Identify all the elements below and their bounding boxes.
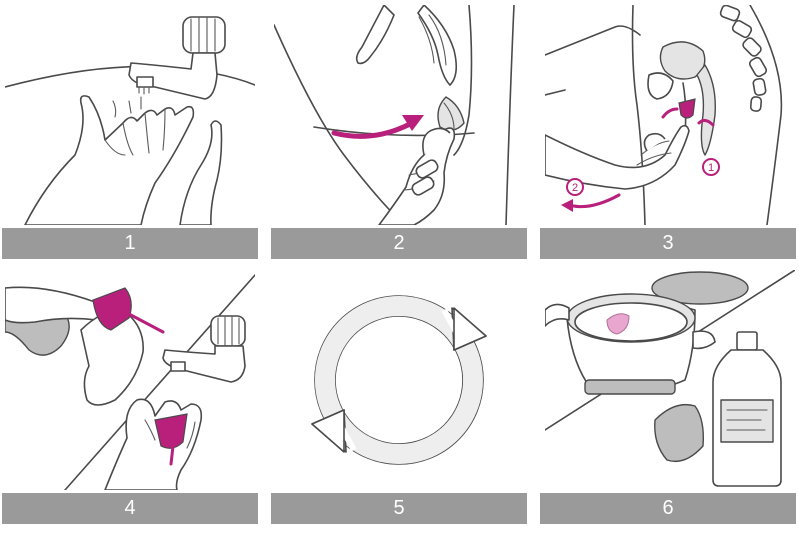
cup-stem-icon [127, 312, 165, 334]
bladder-shape [647, 72, 674, 100]
step-1-label: 1 [2, 228, 258, 259]
marker-1: 1 [702, 158, 720, 176]
push-arrow-icon [661, 107, 679, 119]
insert-cup-drawing [274, 5, 515, 225]
step-2-illustration [274, 5, 524, 225]
step-6-label: 6 [540, 493, 796, 524]
cup-boiling-icon [606, 313, 630, 335]
surface-edge-lower [545, 89, 566, 96]
withdraw-arrow-icon [567, 193, 621, 209]
stove-burner-icon [651, 271, 749, 305]
hands-icon [24, 95, 223, 225]
faucet-icon [128, 16, 226, 100]
arm-hand-icon [545, 124, 690, 190]
step-4-illustration [5, 270, 255, 490]
thigh-right-outline [505, 5, 515, 225]
step-4-label: 4 [2, 493, 258, 524]
step-2-label: 2 [271, 228, 527, 259]
body-back-outline [749, 5, 783, 225]
cup-removed-icon [92, 287, 132, 331]
step-5-label: 5 [271, 493, 527, 524]
step-3-label: 3 [540, 228, 796, 259]
body-outline [313, 126, 475, 137]
cycle-arrows-icon [311, 295, 487, 465]
storage-pouch-icon [654, 403, 705, 463]
cleaning-bottle-icon [712, 331, 782, 487]
rotate-arrow-icon [697, 118, 715, 127]
body-front-outline [631, 5, 646, 225]
cup-in-place-icon [678, 98, 696, 119]
cross-section-drawing: 1 2 [545, 5, 783, 225]
folded-cup-icon [437, 96, 465, 131]
body-outline-right [453, 5, 473, 156]
upper-hand-icon [355, 5, 458, 86]
insert-direction-arrow-icon [331, 115, 424, 139]
marker-2: 2 [566, 178, 584, 196]
rectum-shape [696, 64, 716, 156]
withdraw-arrowhead-icon [561, 199, 573, 212]
surface-edge [545, 25, 641, 56]
wash-hands-drawing [5, 16, 255, 225]
lower-hand-icon [378, 127, 456, 225]
step-1-illustration [5, 5, 255, 225]
pot-icon [545, 293, 716, 395]
sterilize-drawing [545, 270, 795, 487]
svg-text:1: 1 [708, 162, 714, 174]
remove-rinse-drawing [5, 274, 255, 490]
uterus-shape [659, 41, 706, 80]
cycle-drawing [311, 295, 487, 465]
step-5-illustration [274, 270, 524, 490]
rinsing-hands-icon [104, 398, 203, 490]
divider-diagonal [64, 274, 255, 490]
thigh-left-outline [274, 24, 405, 225]
hand-holding-tissue-icon [5, 286, 102, 324]
spine-icon [719, 5, 768, 112]
cup-rinsing-icon [154, 413, 188, 449]
step-3-illustration: 1 2 [545, 5, 795, 225]
step-6-illustration [545, 270, 795, 490]
svg-text:2: 2 [572, 182, 578, 194]
faucet-small-icon [162, 315, 246, 383]
